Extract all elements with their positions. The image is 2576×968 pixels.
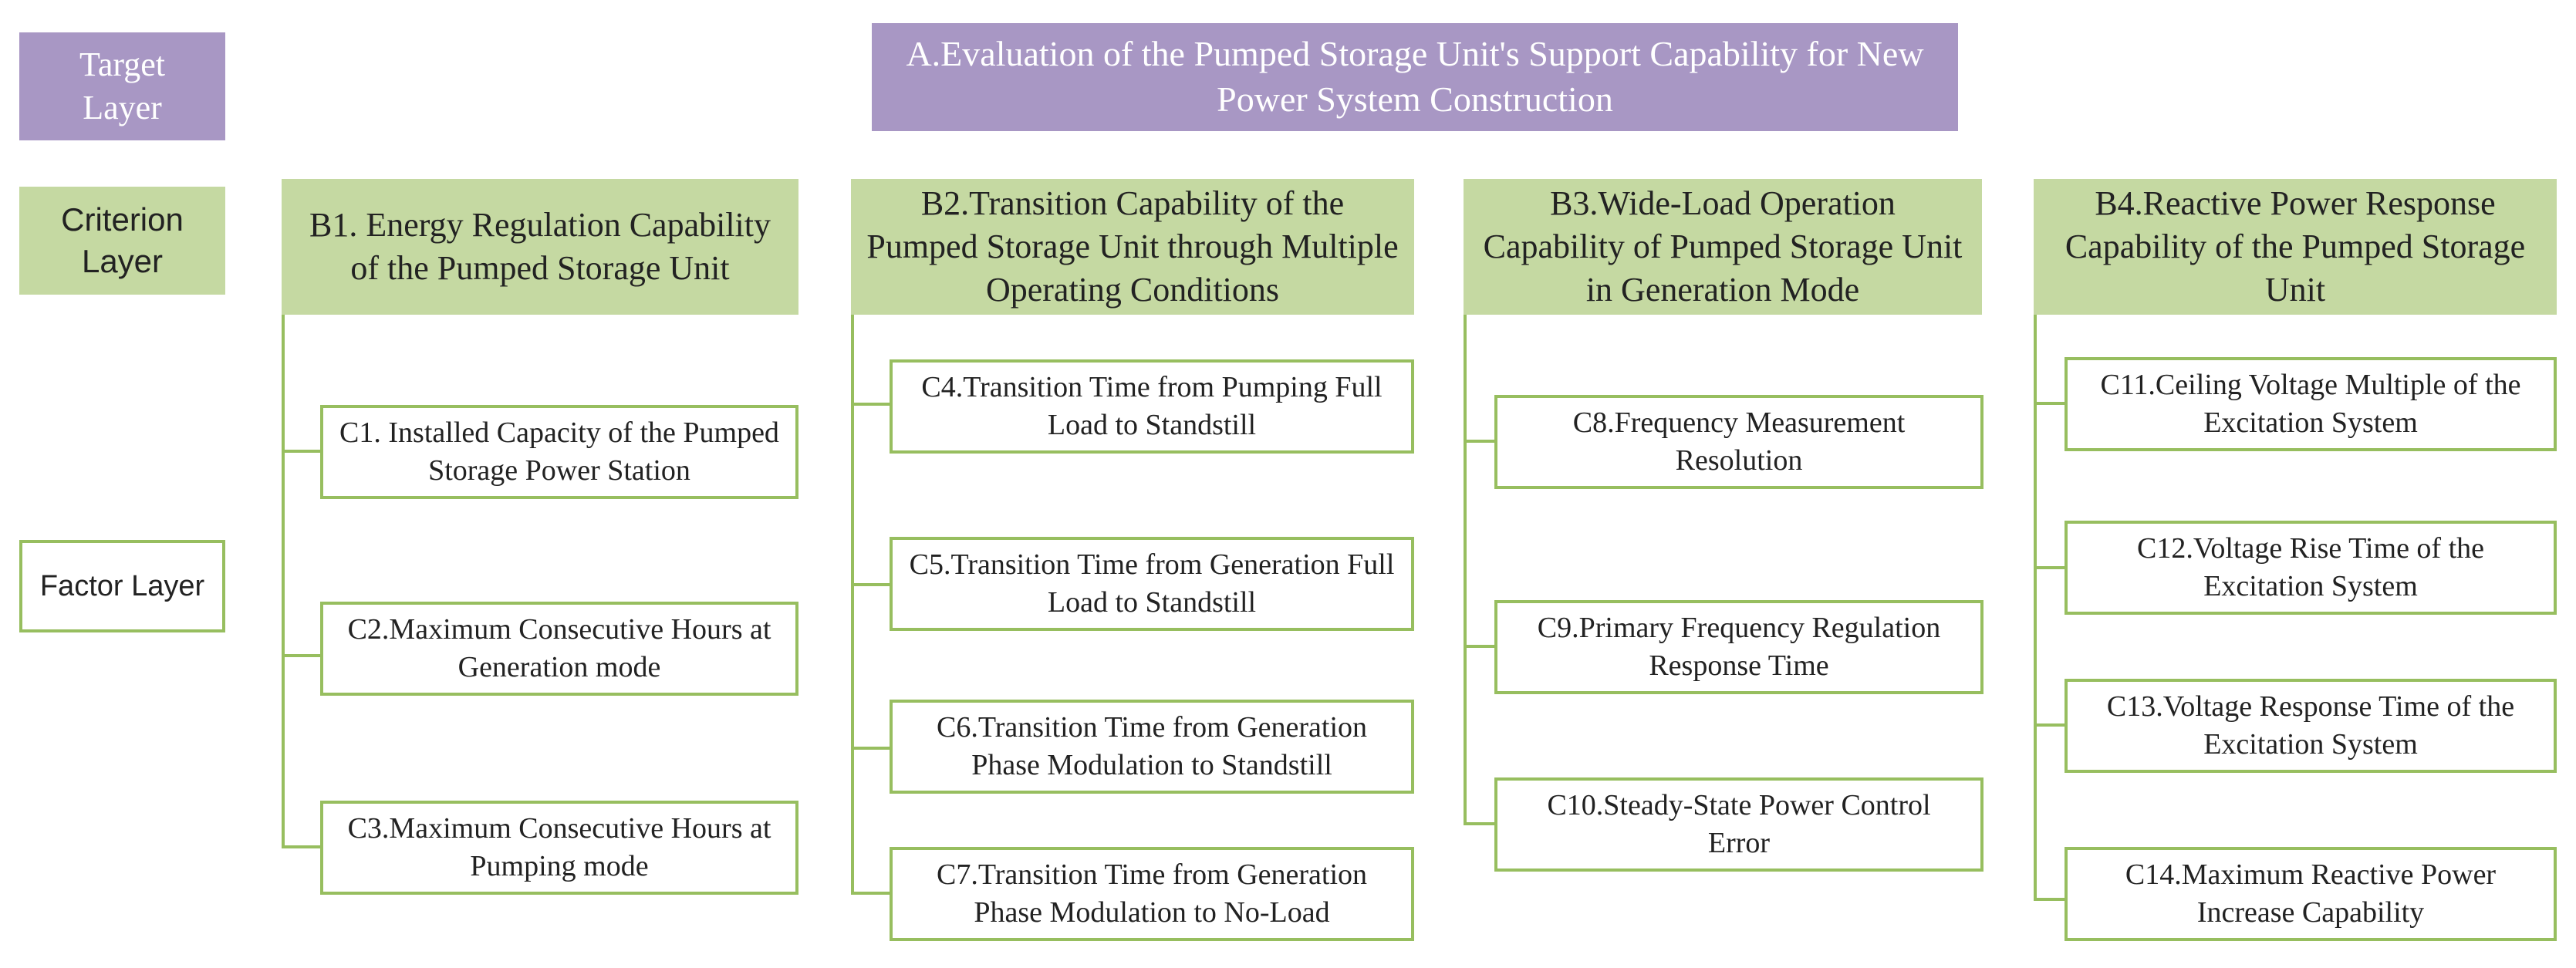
factor-node-c11: C11.Ceiling Voltage Multiple of the Exci… (2065, 357, 2557, 451)
connector-branch (851, 403, 890, 406)
factor-node-c12: C12.Voltage Rise Time of the Excitation … (2065, 521, 2557, 615)
factor-node-c14: C14.Maximum Reactive Power Increase Capa… (2065, 847, 2557, 941)
connector-branch (1464, 645, 1494, 648)
factor-node-c1: C1. Installed Capacity of the Pumped Sto… (320, 405, 798, 499)
factor-layer-text: Factor Layer (39, 569, 205, 602)
connector-branch (2034, 566, 2065, 569)
factor-label: C6.Transition Time from Generation Phase… (936, 711, 1368, 781)
connector-branch (851, 583, 890, 586)
criterion-node-b3: B3.Wide-Load Operation Capability of Pum… (1464, 179, 1982, 315)
factor-label: C9.Primary Frequency Regulation Response… (1537, 612, 1941, 682)
connector-branch (2034, 723, 2065, 727)
factor-label: C3.Maximum Consecutive Hours at Pumping … (347, 812, 771, 882)
factor-label: C14.Maximum Reactive Power Increase Capa… (2125, 858, 2497, 929)
connector-branch (851, 892, 890, 895)
criterion-node-b4: B4.Reactive Power Response Capability of… (2034, 179, 2557, 315)
factor-node-c7: C7.Transition Time from Generation Phase… (890, 847, 1414, 941)
factor-layer-label: Factor Layer (19, 540, 225, 632)
factor-node-c6: C6.Transition Time from Generation Phase… (890, 700, 1414, 794)
connector-branch (282, 654, 320, 657)
criterion-layer-label: Criterion Layer (19, 187, 225, 295)
factor-node-c5: C5.Transition Time from Generation Full … (890, 537, 1414, 631)
connector-branch (282, 450, 320, 453)
criterion-label: B1. Energy Regulation Capability of the … (309, 205, 771, 287)
factor-node-c3: C3.Maximum Consecutive Hours at Pumping … (320, 801, 798, 895)
connector-branch (2034, 898, 2065, 901)
factor-node-c2: C2.Maximum Consecutive Hours at Generati… (320, 602, 798, 696)
connector-branch (851, 747, 890, 750)
factor-node-c9: C9.Primary Frequency Regulation Response… (1494, 600, 1983, 694)
criterion-layer-text: Criterion Layer (61, 201, 184, 279)
criterion-label: B2.Transition Capability of the Pumped S… (866, 184, 1399, 309)
factor-label: C11.Ceiling Voltage Multiple of the Exci… (2100, 369, 2521, 439)
connector-branch (2034, 402, 2065, 405)
connector-branch (1464, 822, 1494, 825)
factor-label: C5.Transition Time from Generation Full … (909, 548, 1395, 619)
criterion-node-b2: B2.Transition Capability of the Pumped S… (851, 179, 1414, 315)
factor-label: C10.Steady-State Power Control Error (1547, 789, 1931, 859)
factor-node-c10: C10.Steady-State Power Control Error (1494, 777, 1983, 872)
target-layer-text: Target Layer (79, 45, 165, 126)
factor-label: C1. Installed Capacity of the Pumped Sto… (339, 417, 779, 487)
factor-label: C13.Voltage Response Time of the Excitat… (2106, 690, 2515, 761)
connector-trunk-b2 (851, 315, 854, 895)
factor-label: C12.Voltage Rise Time of the Excitation … (2136, 532, 2485, 602)
factor-label: C8.Frequency Measurement Resolution (1572, 406, 1906, 477)
connector-trunk-b3 (1464, 315, 1467, 825)
factor-label: C7.Transition Time from Generation Phase… (936, 858, 1368, 929)
criterion-label: B4.Reactive Power Response Capability of… (2065, 184, 2526, 309)
connector-trunk-b4 (2034, 315, 2037, 901)
criterion-label: B3.Wide-Load Operation Capability of Pum… (1483, 184, 1963, 309)
goal-node: A.Evaluation of the Pumped Storage Unit'… (872, 23, 1958, 131)
factor-label: C2.Maximum Consecutive Hours at Generati… (347, 613, 771, 683)
factor-node-c8: C8.Frequency Measurement Resolution (1494, 395, 1983, 489)
connector-branch (1464, 440, 1494, 443)
factor-node-c4: C4.Transition Time from Pumping Full Loa… (890, 359, 1414, 454)
connector-trunk-b1 (282, 315, 285, 848)
connector-branch (282, 845, 320, 848)
factor-label: C4.Transition Time from Pumping Full Loa… (921, 371, 1383, 441)
criterion-node-b1: B1. Energy Regulation Capability of the … (282, 179, 798, 315)
goal-text: A.Evaluation of the Pumped Storage Unit'… (906, 34, 1924, 119)
target-layer-label: Target Layer (19, 32, 225, 140)
factor-node-c13: C13.Voltage Response Time of the Excitat… (2065, 679, 2557, 773)
